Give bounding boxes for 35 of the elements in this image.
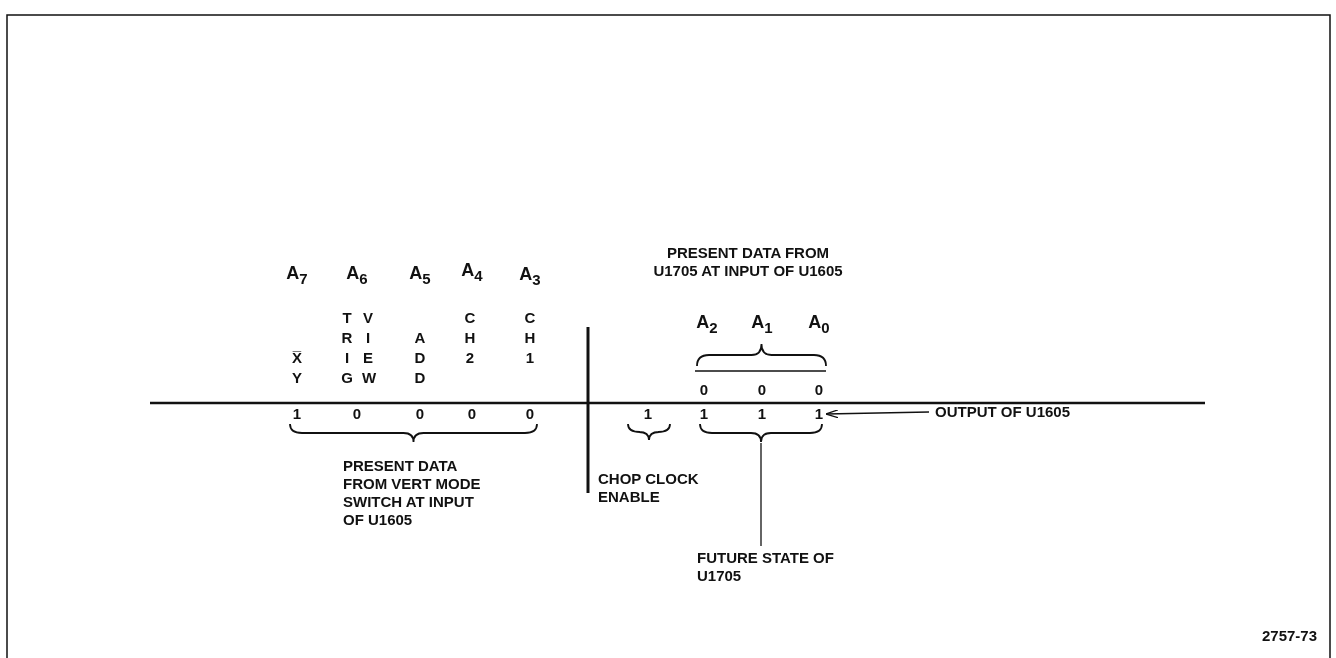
bit-name: A$_{6}$ (346, 264, 368, 288)
vertical-label: CH 2 (464, 308, 476, 368)
bit-value: 0 (415, 405, 425, 423)
vertical-label: CH 1 (524, 308, 536, 368)
bit-value: 0 (699, 381, 709, 399)
arrow (825, 409, 930, 419)
figure-number: 2757-73 (1262, 627, 1318, 645)
callout-label: OUTPUT OF U1605 (935, 403, 1071, 421)
bit-name: A$_{0}$ (808, 313, 830, 337)
bit-value: 1 (757, 405, 767, 423)
bit-value: 1 (814, 405, 824, 423)
bit-name: A$_{1}$ (751, 313, 773, 337)
vertical-label: TRIG (341, 308, 353, 388)
note-text: PRESENT DATA FROM VERT MODE SWITCH AT INPUT OF U1605 (343, 457, 482, 529)
bit-value: 0 (525, 405, 535, 423)
bit-name: A$_{5}$ (409, 264, 431, 288)
note-text: CHOP CLOCK ENABLE (598, 470, 700, 506)
bit-name: A$_{7}$ (286, 264, 308, 288)
bit-name: A$_{4}$ (461, 261, 483, 285)
vertical-label: ADD (414, 328, 426, 388)
callout-label: FUTURE STATE OF U1705 (697, 549, 847, 585)
bit-value: 1 (643, 405, 653, 423)
vertical-label: VIEW (362, 308, 374, 388)
bit-value: 0 (757, 381, 767, 399)
bit-value: 1 (292, 405, 302, 423)
bit-value: 0 (467, 405, 477, 423)
bit-value: 0 (352, 405, 362, 423)
bit-name: A$_{3}$ (519, 265, 541, 289)
bit-name: A$_{2}$ (696, 313, 718, 337)
leader-line (760, 442, 762, 547)
bit-value: 1 (699, 405, 709, 423)
vertical-label: X̅Y (291, 348, 303, 388)
curly-brace (699, 423, 823, 443)
bit-value: 0 (814, 381, 824, 399)
note-text: PRESENT DATA FROM U1705 AT INPUT OF U1605 (652, 244, 844, 280)
